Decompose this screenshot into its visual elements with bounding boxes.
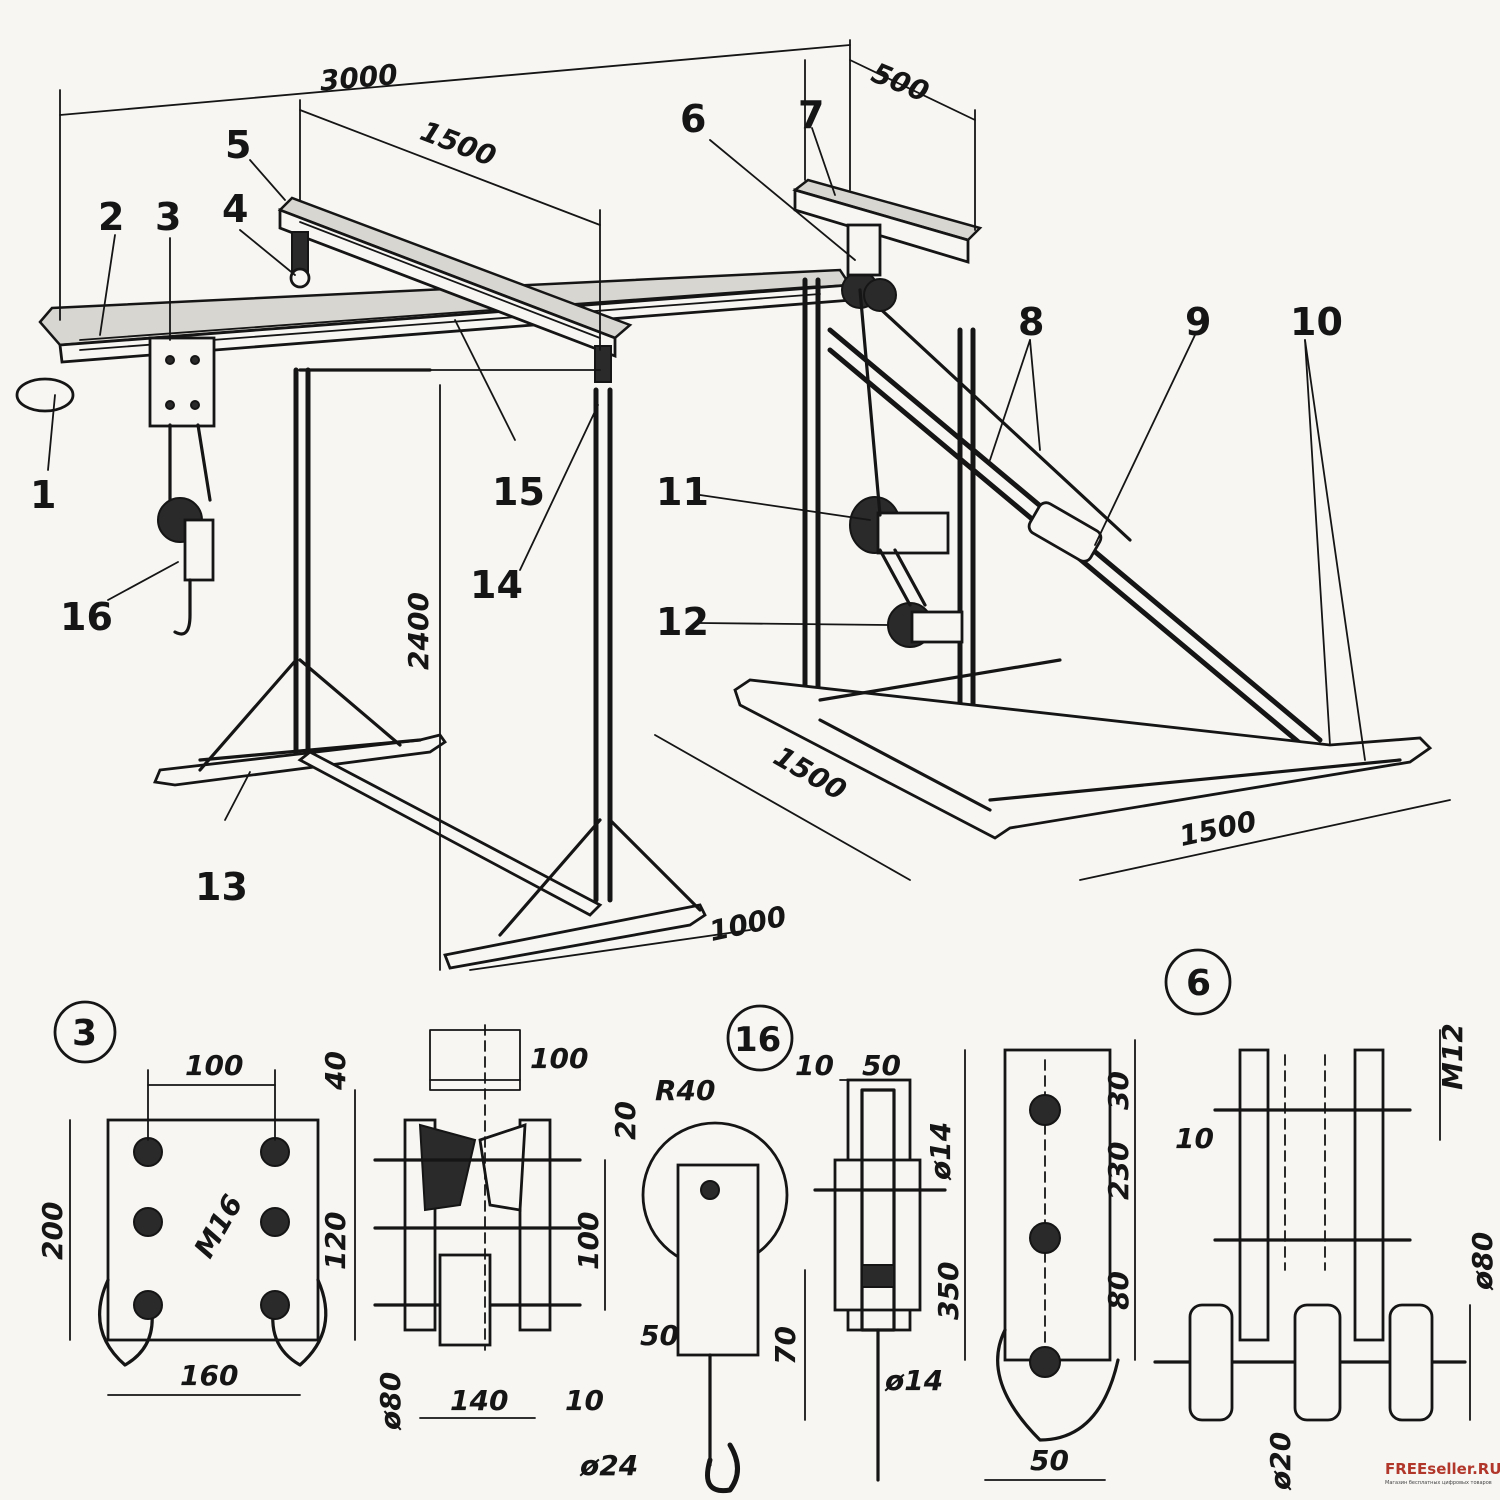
top-right-beam-side bbox=[793, 188, 970, 264]
detail-16-callout-circle bbox=[726, 1004, 794, 1072]
wheel-left bbox=[1188, 1303, 1234, 1422]
detail-16-side-dim-50: 50 bbox=[862, 1049, 901, 1082]
hook-icon bbox=[173, 578, 192, 636]
trolley-3 bbox=[148, 336, 216, 428]
part-label-9: 9 bbox=[1185, 300, 1211, 344]
detail-6-dim-80: 80 bbox=[1102, 1271, 1135, 1310]
part-label-3: 3 bbox=[155, 195, 181, 239]
hanger-wheel bbox=[289, 267, 311, 289]
detail-6-callout-circle bbox=[1164, 948, 1232, 1016]
hook-bottom-icon bbox=[705, 1442, 740, 1494]
detail-16-dim-20: 20 bbox=[609, 1101, 642, 1140]
part-label-8: 8 bbox=[1018, 300, 1044, 344]
detail-6-dim-dia20: ø20 bbox=[1264, 1432, 1297, 1491]
watermark: FREEseller.RU Магазин бесплатных цифровы… bbox=[1385, 1460, 1500, 1486]
detail-6-dim-230: 230 bbox=[1102, 1142, 1135, 1200]
detail-3-view: 3 100 40 200 M16 120 160 bbox=[36, 1000, 604, 1431]
part-label-5: 5 bbox=[225, 123, 251, 167]
detail-3-dim-40: 40 bbox=[319, 1051, 352, 1091]
detail-6-view: 6 30 230 350 80 50 M12 10 ø80 ø20 bbox=[932, 948, 1499, 1491]
detail-3-callout: 3 bbox=[72, 1013, 97, 1054]
dim-beam-span: 1500 bbox=[416, 114, 501, 173]
detail-16-callout: 16 bbox=[734, 1020, 781, 1060]
detail-3-dim-120: 120 bbox=[319, 1212, 352, 1270]
detail-16-view: 16 R40 20 100 50 70 ø24 10 50 ø14 ø14 bbox=[572, 1004, 957, 1494]
wheel-middle bbox=[1293, 1303, 1342, 1422]
detail-6-dim-dia80: ø80 bbox=[1466, 1232, 1499, 1291]
hook-body bbox=[676, 1163, 760, 1357]
detail-16-dim-70: 70 bbox=[769, 1326, 802, 1365]
detail-16-dim-100: 100 bbox=[572, 1212, 605, 1270]
spring-9 bbox=[1027, 501, 1103, 563]
detail-3-callout-circle bbox=[53, 1000, 117, 1064]
bracket-plate bbox=[1003, 1048, 1112, 1362]
part-label-2: 2 bbox=[98, 195, 124, 239]
dim-leg-width: 1000 bbox=[706, 899, 789, 947]
detail-16-dim-10: 10 bbox=[795, 1049, 834, 1082]
detail-6-dim-350: 350 bbox=[932, 1262, 965, 1320]
dim-height: 2400 bbox=[402, 592, 435, 670]
part-label-7: 7 bbox=[798, 93, 824, 137]
watermark-brand: FREEseller.RU bbox=[1385, 1460, 1500, 1478]
part-label-11: 11 bbox=[656, 470, 709, 514]
detail-3-dim-200: 200 bbox=[36, 1202, 69, 1260]
cross-beam bbox=[277, 196, 633, 359]
dim-total-length: 3000 bbox=[319, 58, 400, 98]
part-label-4: 4 bbox=[222, 187, 248, 231]
part-label-12: 12 bbox=[656, 600, 709, 644]
detail-6-dim-m12: M12 bbox=[1436, 1023, 1469, 1090]
dim-overhang: 500 bbox=[867, 56, 934, 108]
part-label-6: 6 bbox=[680, 97, 706, 141]
hanger-4 bbox=[291, 231, 309, 273]
part-label-13: 13 bbox=[195, 865, 248, 909]
part-label-10: 10 bbox=[1290, 300, 1343, 344]
detail-3-dim-140: 140 bbox=[450, 1384, 508, 1417]
detail-3-dim-10: 10 bbox=[565, 1384, 604, 1417]
front-skid bbox=[443, 903, 707, 970]
end-stop-1 bbox=[15, 377, 75, 413]
detail-16-dim-50: 50 bbox=[640, 1319, 679, 1352]
part-label-1: 1 bbox=[30, 473, 56, 517]
bottom-rail bbox=[297, 750, 603, 917]
leader-lines bbox=[47, 127, 1366, 821]
watermark-tagline: Магазин бесплатных цифровых товаров bbox=[1385, 1480, 1492, 1486]
detail-3-dim-dia80: ø80 bbox=[374, 1372, 407, 1431]
winch-base-frame bbox=[733, 678, 1433, 840]
part-label-15: 15 bbox=[492, 470, 545, 514]
detail-16-dim-dia14-bottom: ø14 bbox=[884, 1364, 943, 1397]
part-label-14: 14 bbox=[470, 563, 523, 607]
part-label-16: 16 bbox=[60, 595, 113, 639]
main-crane-view: 1 2 3 4 5 6 7 8 9 10 11 12 13 14 15 16 3… bbox=[15, 39, 1451, 971]
detail-6-callout: 6 bbox=[1186, 963, 1211, 1004]
detail-6-dim-30: 30 bbox=[1102, 1071, 1135, 1110]
detail-3-side-dim-100: 100 bbox=[530, 1042, 588, 1075]
detail-3-dim-100: 100 bbox=[185, 1049, 243, 1082]
detail-6-dim-50: 50 bbox=[1030, 1444, 1069, 1477]
detail-16-dim-dia14-top: ø14 bbox=[924, 1122, 957, 1181]
detail-6-dim-10: 10 bbox=[1175, 1122, 1214, 1155]
detail-3-dim-160: 160 bbox=[180, 1359, 238, 1392]
dim-base-width: 1500 bbox=[1176, 804, 1259, 852]
main-dimension-lines bbox=[59, 39, 1451, 971]
wheel-right bbox=[1388, 1303, 1434, 1422]
detail-16-dim-r40: R40 bbox=[655, 1074, 716, 1107]
hanger-14 bbox=[594, 345, 612, 383]
detail-16-dim-dia24: ø24 bbox=[579, 1449, 638, 1482]
